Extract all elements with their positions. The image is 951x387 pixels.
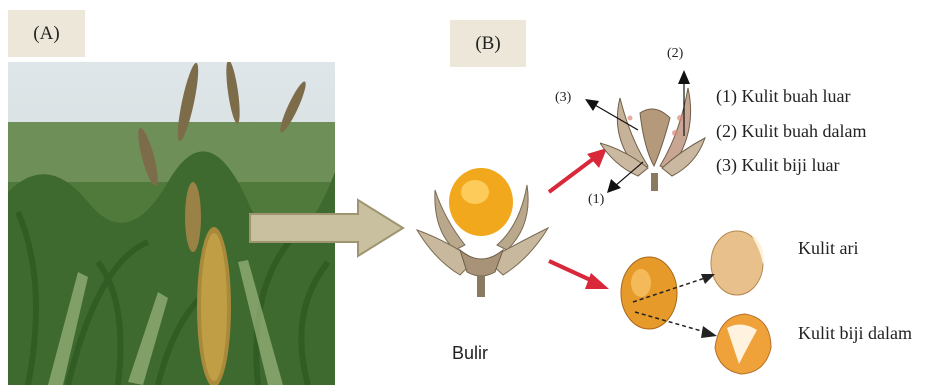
callout-number-1: (1)	[588, 192, 604, 208]
panel-b-label: (B)	[450, 20, 526, 67]
callout-arrow-icon	[605, 160, 645, 195]
seed-dashed-pointers	[625, 268, 725, 343]
panel-a-label: (A)	[8, 10, 85, 57]
legend-item-3: (3) Kulit biji luar	[716, 155, 839, 176]
callout-arrow-icon	[583, 95, 643, 135]
kulit-biji-dalam-label: Kulit biji dalam	[798, 323, 912, 344]
transition-arrow-icon	[248, 198, 408, 258]
callout-arrow-icon	[675, 68, 695, 138]
panel-b-label-text: (B)	[475, 33, 500, 55]
grain-label: Bulir	[452, 343, 488, 364]
legend-item-2: (2) Kulit buah dalam	[716, 121, 866, 142]
kulit-ari-label: Kulit ari	[798, 238, 859, 259]
red-arrow-icon	[545, 255, 615, 295]
panel-a-label-text: (A)	[33, 23, 59, 45]
legend-item-1: (1) Kulit buah luar	[716, 86, 850, 107]
callout-number-3: (3)	[555, 90, 571, 106]
grain-illustration	[415, 150, 550, 300]
callout-number-2: (2)	[667, 46, 683, 62]
